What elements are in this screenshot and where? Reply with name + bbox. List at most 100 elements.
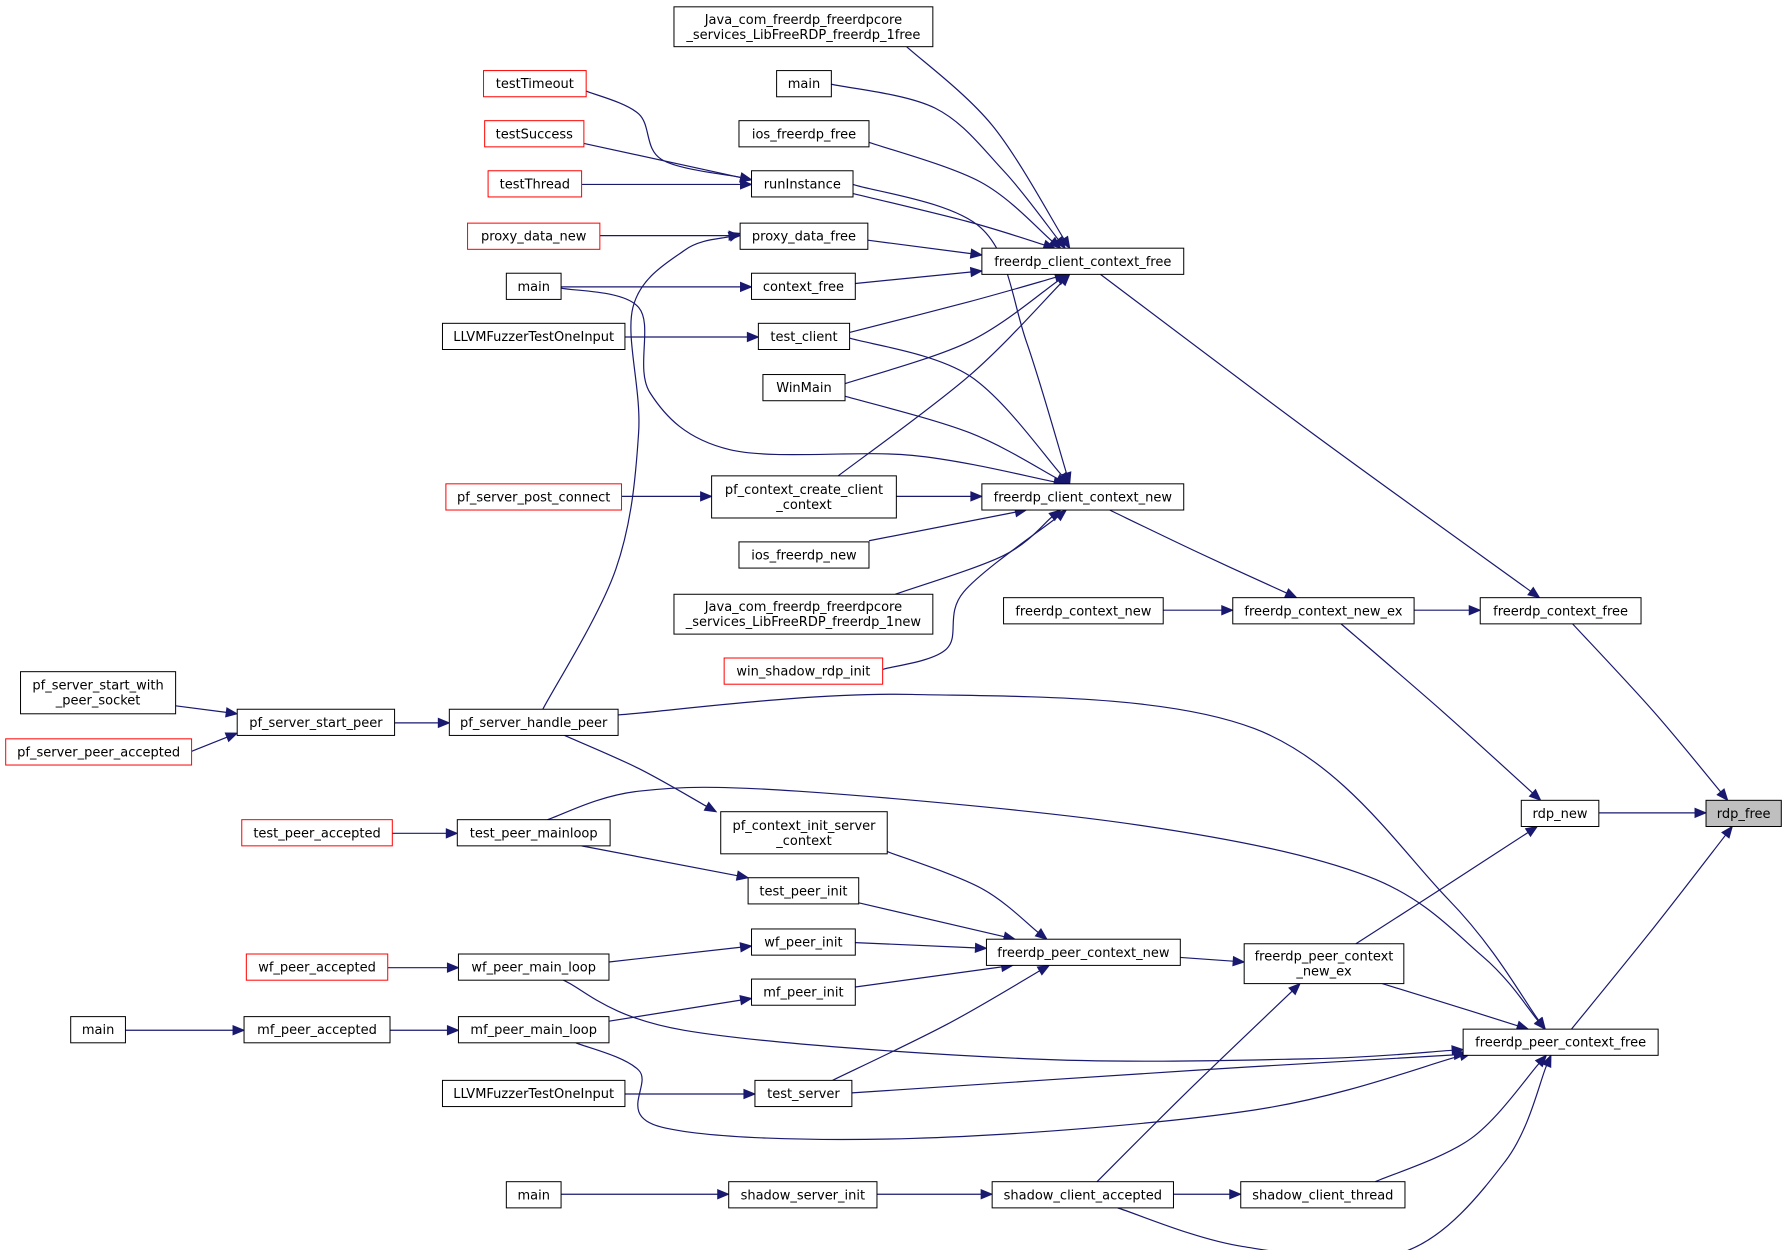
node-box xyxy=(1462,1028,1659,1056)
node-box xyxy=(1243,943,1405,985)
node-mf-peer-main-loop[interactable]: mf_peer_main_loop xyxy=(457,1016,610,1044)
node-freerdp-context-new[interactable]: freerdp_context_new xyxy=(1003,597,1164,625)
node-freerdp-peer-context-new-ex[interactable]: freerdp_peer_context_new_ex xyxy=(1243,943,1405,985)
node-pf-server-peer-accepted[interactable]: pf_server_peer_accepted xyxy=(5,738,193,766)
node-testTimeout[interactable]: testTimeout xyxy=(483,70,587,98)
node-testSuccess[interactable]: testSuccess xyxy=(484,120,585,148)
edge-freerdp_context_new_ex-to-rdp_new xyxy=(1340,623,1542,802)
call-edges xyxy=(125,46,1734,1250)
edge-proxy_data_free-to-freerdp_client_context_free xyxy=(867,239,984,259)
edge-line xyxy=(855,942,976,949)
edge-main_mid-to-context_free xyxy=(561,281,753,293)
node-label: _context xyxy=(775,834,832,849)
edge-freerdp_context_new-to-freerdp_context_new_ex xyxy=(1163,604,1235,616)
node-shadow-client-accepted[interactable]: shadow_client_accepted xyxy=(991,1181,1174,1209)
node-test-server[interactable]: test_server xyxy=(754,1079,853,1108)
node-mf-peer-accepted[interactable]: mf_peer_accepted xyxy=(243,1016,391,1044)
edge-testThread-to-runInstance xyxy=(581,179,753,190)
node-rdp-new[interactable]: rdp_new xyxy=(1520,799,1600,828)
node-pf-context-init-server-context[interactable]: pf_context_init_server_context xyxy=(720,811,888,855)
arrowhead-icon xyxy=(1453,1049,1467,1061)
node-java-free[interactable]: Java_com_freerdp_freerdpcore_services_Li… xyxy=(673,6,934,48)
edge-rdp_new-to-rdp_free xyxy=(1598,807,1708,819)
node-ios-freerdp-new[interactable]: ios_freerdp_new xyxy=(738,541,870,569)
arrowhead-icon xyxy=(232,1025,246,1036)
edge-pf_server_peer_accepted-to-pf_server_start_peer xyxy=(191,732,239,752)
node-box xyxy=(467,222,601,250)
node-WinMain[interactable]: WinMain xyxy=(762,374,846,402)
node-freerdp-context-free[interactable]: freerdp_context_free xyxy=(1479,597,1642,625)
node-box xyxy=(711,475,897,519)
arrowhead-icon xyxy=(1221,604,1235,616)
node-test-client[interactable]: test_client xyxy=(757,322,851,350)
node-box xyxy=(20,671,177,715)
node-pf-context-create-client-context[interactable]: pf_context_create_client_context xyxy=(711,475,897,519)
edge-test_peer_mainloop-to-freerdp_peer_context_free xyxy=(547,786,1547,1031)
node-freerdp-context-new-ex[interactable]: freerdp_context_new_ex xyxy=(1232,597,1415,625)
node-test-peer-init[interactable]: test_peer_init xyxy=(747,877,860,905)
node-label: win_shadow_rdp_init xyxy=(736,665,870,680)
node-box xyxy=(5,738,193,766)
edge-line xyxy=(844,280,1059,385)
edge-wf_peer_accepted-to-wf_peer_main_loop xyxy=(387,962,460,973)
node-freerdp-client-context-free[interactable]: freerdp_client_context_free xyxy=(981,247,1185,275)
node-pf-server-handle-peer[interactable]: pf_server_handle_peer xyxy=(448,708,619,736)
arrowhead-icon xyxy=(1721,825,1734,839)
node-proxy-data-new[interactable]: proxy_data_new xyxy=(467,222,601,250)
node-label: mf_peer_accepted xyxy=(257,1023,377,1038)
edge-line xyxy=(581,845,738,877)
edge-freerdp_peer_context_new-to-freerdp_peer_context_new_ex xyxy=(1180,955,1246,967)
node-label: freerdp_peer_context_free xyxy=(1475,1036,1646,1051)
edge-line xyxy=(608,946,741,963)
edge-wf_peer_main_loop-to-freerdp_peer_context_free xyxy=(563,979,1465,1062)
edge-line xyxy=(542,236,730,710)
node-testThread[interactable]: testThread xyxy=(487,170,583,198)
node-freerdp-peer-context-new[interactable]: freerdp_peer_context_new xyxy=(985,938,1181,966)
node-pf-server-post-connect[interactable]: pf_server_post_connect xyxy=(445,483,623,511)
node-test-peer-mainloop[interactable]: test_peer_mainloop xyxy=(456,819,611,847)
node-box xyxy=(1479,597,1642,625)
node-win-shadow-rdp-init[interactable]: win_shadow_rdp_init xyxy=(723,657,884,685)
edge-line xyxy=(583,142,741,179)
node-box xyxy=(751,170,854,198)
node-runInstance[interactable]: runInstance xyxy=(751,170,854,198)
node-label: Java_com_freerdp_freerdpcore xyxy=(704,600,902,615)
edge-pf_server_handle_peer-to-pf_context_init_server_context xyxy=(564,734,718,813)
node-main-top[interactable]: main xyxy=(776,70,832,98)
node-proxy-data-free[interactable]: proxy_data_free xyxy=(739,222,869,250)
node-wf-peer-init[interactable]: wf_peer_init xyxy=(751,928,856,956)
node-test-peer-accepted[interactable]: test_peer_accepted xyxy=(241,819,393,847)
arrowhead-icon xyxy=(746,331,760,343)
node-wf-peer-accepted[interactable]: wf_peer_accepted xyxy=(245,953,389,981)
edge-freerdp_peer_context_new_ex-to-rdp_new xyxy=(1355,825,1539,945)
node-java-new[interactable]: Java_com_freerdp_freerdpcore_services_Li… xyxy=(673,593,934,635)
node-box xyxy=(457,1016,610,1044)
node-label: freerdp_context_free xyxy=(1493,604,1628,619)
node-shadow-server-init[interactable]: shadow_server_init xyxy=(728,1181,878,1209)
edge-pf_server_post_connect-to-pf_context_create_client_context xyxy=(621,491,713,502)
edge-line xyxy=(855,271,971,285)
node-freerdp-client-context-new[interactable]: freerdp_client_context_new xyxy=(981,483,1185,511)
node-box xyxy=(751,272,856,300)
node-context-free[interactable]: context_free xyxy=(751,272,856,300)
node-label: shadow_client_accepted xyxy=(1004,1188,1162,1203)
node-main-mf[interactable]: main xyxy=(70,1016,126,1044)
node-shadow-client-thread[interactable]: shadow_client_thread xyxy=(1240,1181,1406,1209)
node-LLVMFuzzer-server[interactable]: LLVMFuzzerTestOneInput xyxy=(441,1079,626,1108)
node-main-shadow[interactable]: main xyxy=(505,1181,562,1209)
edge-line xyxy=(1381,983,1518,1027)
edge-line xyxy=(887,850,1039,933)
node-main-mid[interactable]: main xyxy=(505,272,562,300)
node-ios-freerdp-free[interactable]: ios_freerdp_free xyxy=(738,120,870,148)
edge-line xyxy=(608,999,741,1022)
edge-line xyxy=(868,141,1053,242)
node-box xyxy=(739,222,869,250)
node-freerdp-peer-context-free[interactable]: freerdp_peer_context_free xyxy=(1462,1028,1659,1056)
node-box xyxy=(484,120,585,148)
node-pf-server-start-peer[interactable]: pf_server_start_peer xyxy=(236,708,396,736)
node-mf-peer-init[interactable]: mf_peer_init xyxy=(751,978,856,1006)
node-label: WinMain xyxy=(776,381,831,396)
node-pf-server-start-with-peer-socket[interactable]: pf_server_start_with_peer_socket xyxy=(20,671,177,715)
node-wf-peer-main-loop[interactable]: wf_peer_main_loop xyxy=(457,953,610,981)
node-LLVMFuzzer-client[interactable]: LLVMFuzzerTestOneInput xyxy=(441,322,626,350)
